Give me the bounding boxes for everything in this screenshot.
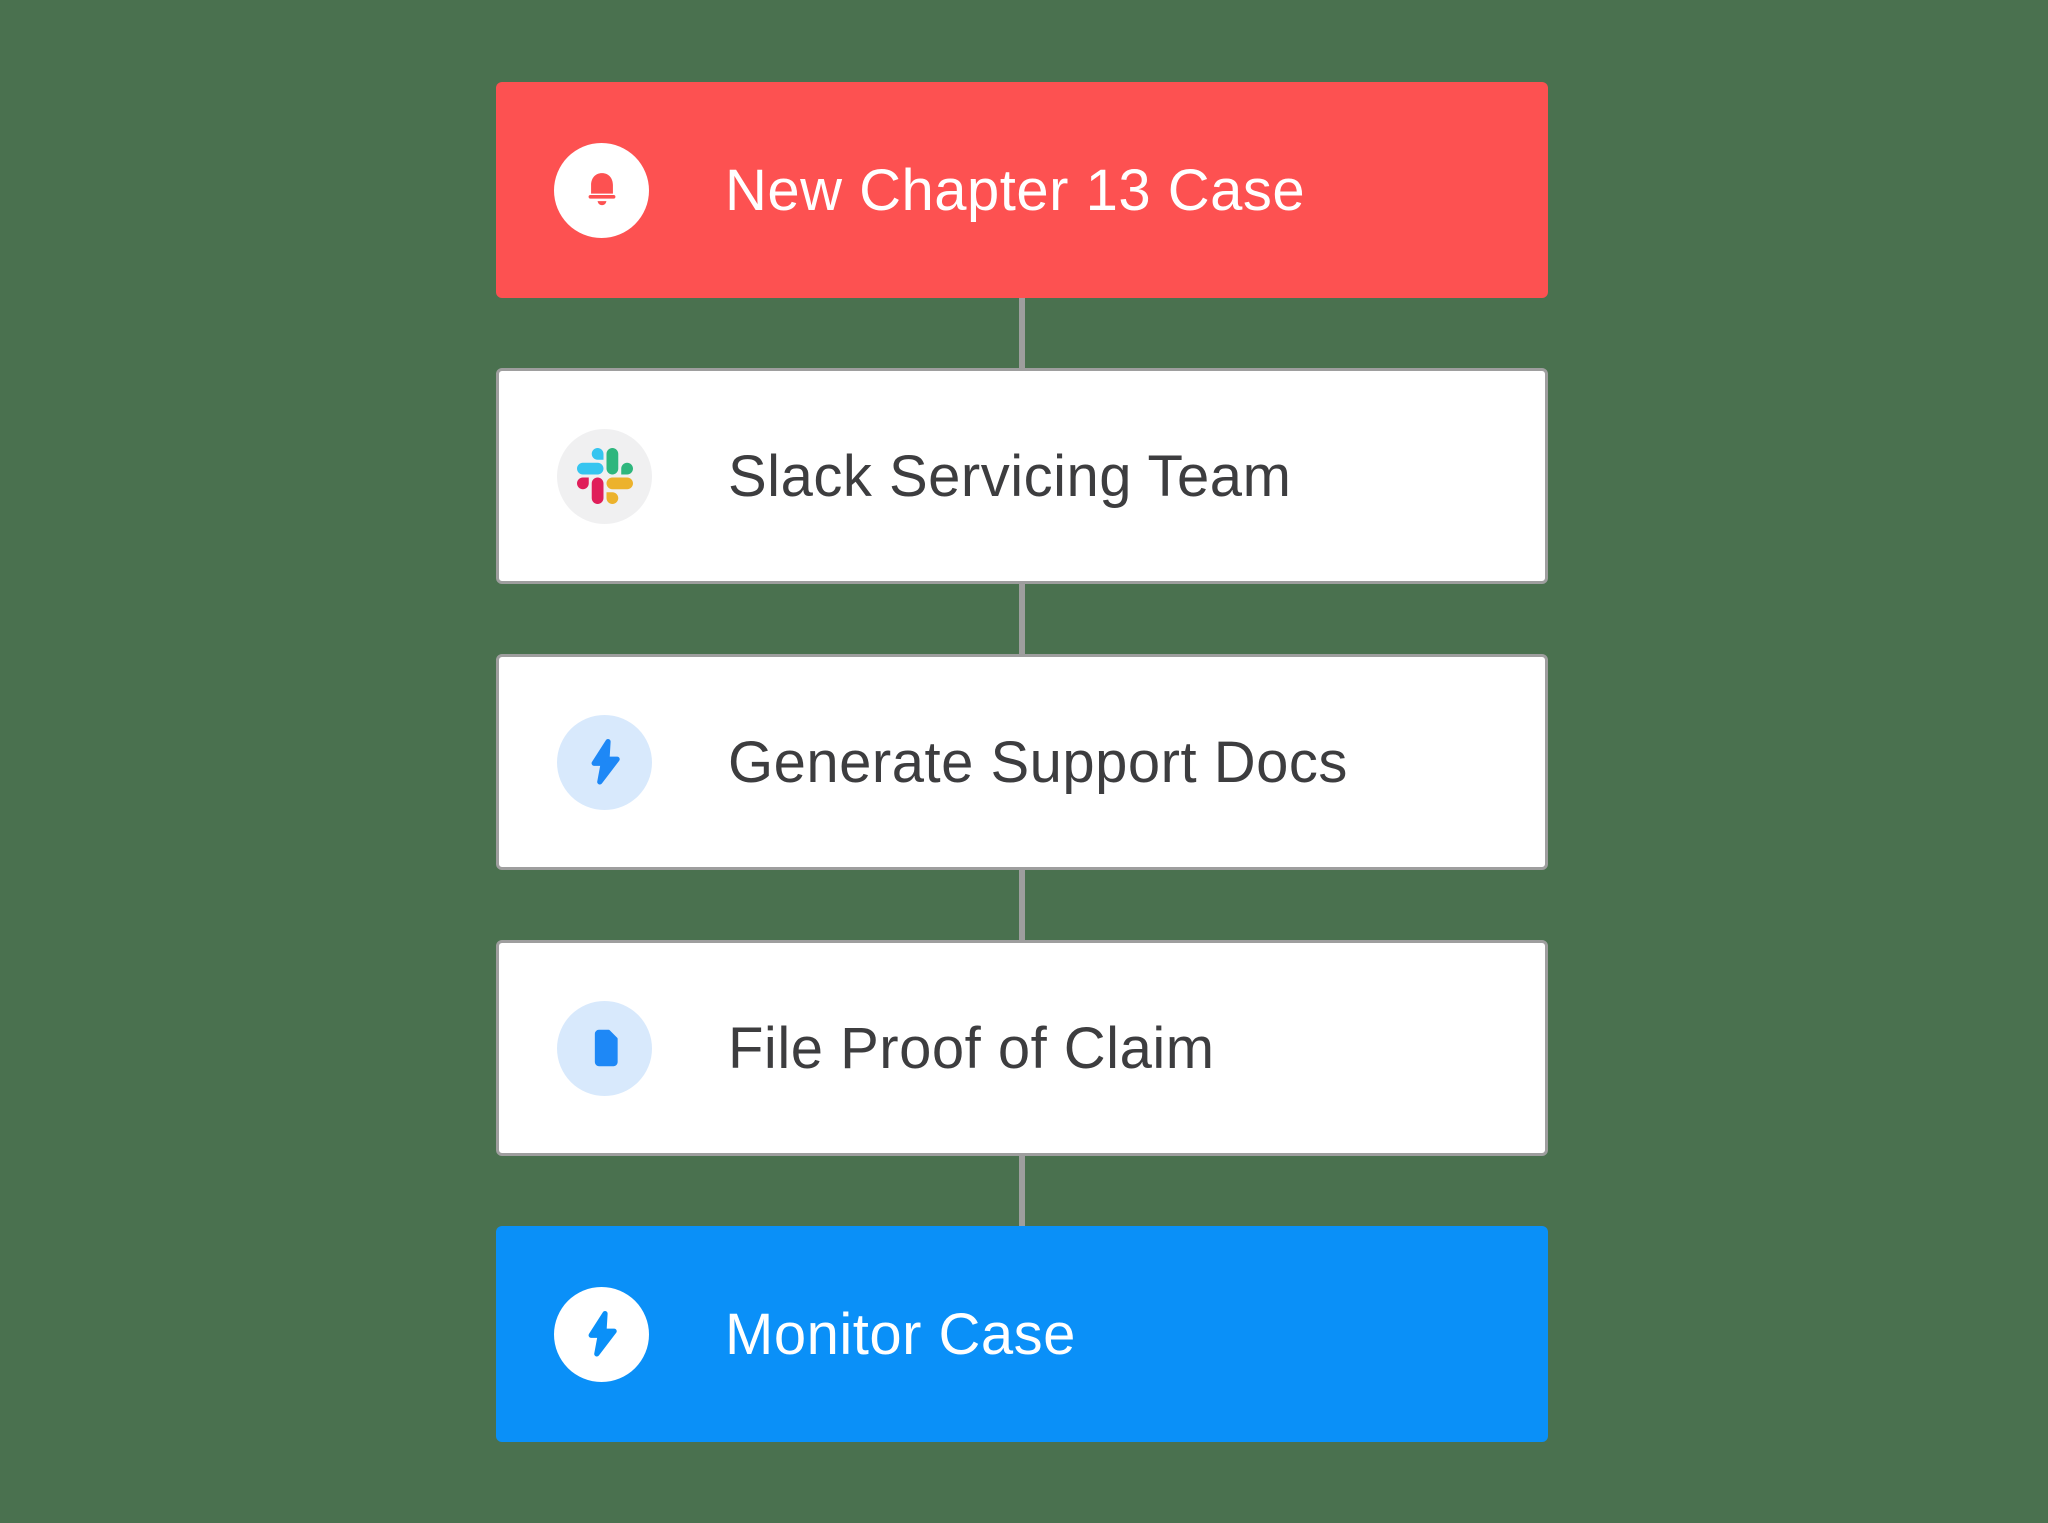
connector-line <box>1019 1156 1025 1226</box>
bell-icon <box>554 142 649 238</box>
workflow-step-monitor-case[interactable]: Monitor Case <box>496 1226 1548 1442</box>
workflow-step-label: Slack Servicing Team <box>728 443 1292 509</box>
connector-line <box>1019 870 1025 940</box>
workflow-step-label: Generate Support Docs <box>728 729 1348 795</box>
bolt-icon <box>557 714 652 810</box>
workflow-column: New Chapter 13 Case Slack Servicing Team <box>496 82 1548 1442</box>
bolt-icon <box>554 1286 649 1382</box>
workflow-step-label: Monitor Case <box>725 1301 1076 1367</box>
connector-line <box>1019 298 1025 368</box>
workflow-step-new-chapter-13-case[interactable]: New Chapter 13 Case <box>496 82 1548 298</box>
workflow-step-label: File Proof of Claim <box>728 1015 1215 1081</box>
document-icon <box>557 1000 652 1096</box>
connector-line <box>1019 584 1025 654</box>
workflow-step-generate-support-docs[interactable]: Generate Support Docs <box>496 654 1548 870</box>
workflow-step-label: New Chapter 13 Case <box>725 157 1306 223</box>
slack-icon <box>557 428 652 524</box>
workflow-step-file-proof-of-claim[interactable]: File Proof of Claim <box>496 940 1548 1156</box>
workflow-step-slack-servicing-team[interactable]: Slack Servicing Team <box>496 368 1548 584</box>
